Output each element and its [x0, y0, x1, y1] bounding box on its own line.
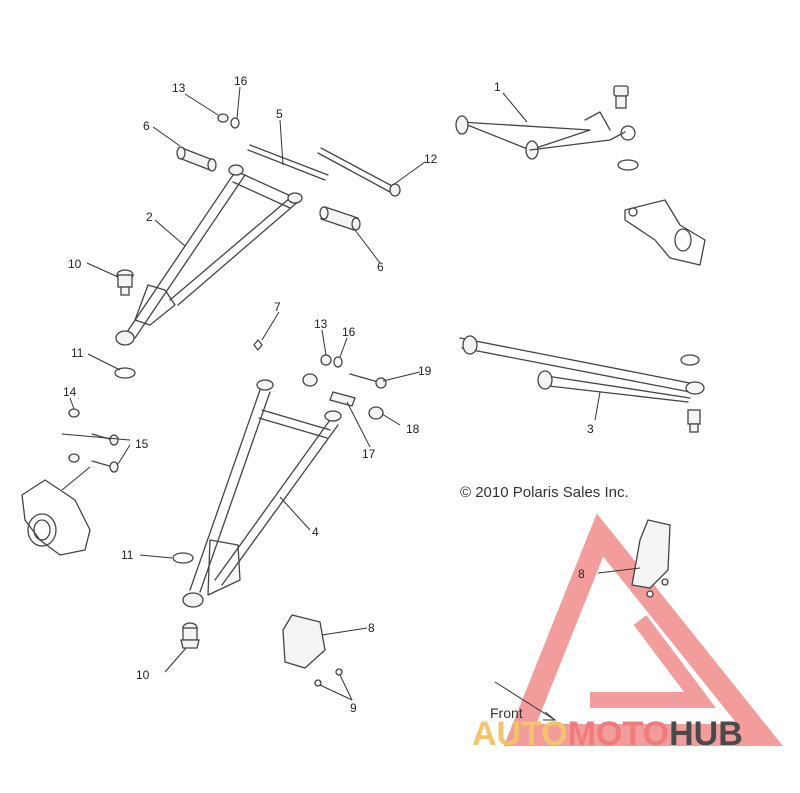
pivot-bolt-5: [247, 144, 329, 181]
callout-7: 7: [274, 300, 281, 314]
bolt-19: [349, 373, 387, 389]
callout-11: 11: [121, 548, 134, 562]
washer-16-mid: [333, 356, 343, 368]
callout-2: 2: [146, 210, 153, 224]
callout-16: 16: [234, 74, 248, 88]
bolt-15-lower: [91, 460, 119, 473]
retaining-ring-upper-right: [617, 159, 639, 171]
callout-17: 17: [362, 447, 376, 461]
washer-16-top: [230, 117, 240, 129]
callout-16: 16: [342, 325, 356, 339]
nut-13-mid: [320, 354, 332, 366]
ball-joint-10-lower: [180, 622, 200, 649]
spindle-right: [624, 199, 706, 266]
callout-15: 15: [135, 437, 149, 451]
brand-moto: MOTO: [568, 715, 669, 753]
upper-a-arm-right: [455, 111, 636, 160]
lower-a-arm-left: [182, 379, 342, 608]
callout-10: 10: [68, 257, 82, 271]
ball-joint-lower-right: [687, 409, 701, 433]
nut-13-top: [217, 113, 229, 123]
callout-1: 1: [494, 80, 501, 94]
brand-hub: HUB: [669, 715, 743, 753]
watermark-brand: AUTOMOTOHUB: [472, 715, 743, 753]
front-label: Front: [490, 705, 523, 721]
svg-text:AUTOMOTOHUB: AUTOMOTOHUB: [472, 715, 743, 753]
bolt-15-upper: [91, 433, 119, 446]
nut-14-lower: [68, 453, 80, 463]
retaining-ring-11-upper: [114, 367, 136, 379]
grease-fitting-7: [253, 339, 263, 351]
callout-9: 9: [350, 701, 357, 715]
bushing-6-lower: [319, 206, 361, 231]
callout-13: 13: [172, 81, 186, 95]
nut-18: [368, 406, 384, 420]
ball-joint-10-upper: [116, 269, 134, 296]
retaining-ring-right: [680, 354, 700, 366]
brand-auto: AUTO: [472, 715, 568, 753]
screw-9-left: [314, 668, 343, 687]
spindle-left: [21, 479, 91, 556]
lower-a-arm-right: [459, 335, 705, 403]
pivot-bolt-12: [317, 147, 401, 197]
nut-mid-left: [302, 373, 318, 387]
callout-8: 8: [368, 621, 375, 635]
callout-numbers: 1 13 16 6 5 12 2 6 10 7 13 16 11 19 18 1…: [63, 74, 594, 715]
callout-13: 13: [314, 317, 328, 331]
copyright-text: © 2010 Polaris Sales Inc.: [460, 484, 629, 501]
callout-6: 6: [143, 119, 150, 133]
callout-8: 8: [578, 567, 585, 581]
callout-18: 18: [406, 422, 420, 436]
skid-plate-right: [631, 519, 671, 589]
front-arrow: [494, 681, 557, 721]
leader-lines: [61, 86, 641, 701]
callout-19: 19: [418, 364, 432, 378]
bushing-17: [329, 391, 356, 407]
watermark-logo: [503, 513, 783, 746]
bushing-6-upper: [176, 146, 217, 172]
callout-3: 3: [587, 422, 594, 436]
screw-9-right: [646, 578, 669, 598]
callout-6: 6: [377, 260, 384, 274]
callout-10: 10: [136, 668, 150, 682]
upper-a-arm-left: [115, 164, 303, 346]
callout-5: 5: [276, 107, 283, 121]
retaining-ring-11-lower: [172, 552, 194, 564]
ball-joint-upper: [613, 85, 629, 109]
callout-12: 12: [424, 152, 438, 166]
skid-plate-left: [282, 614, 326, 669]
callout-4: 4: [312, 525, 319, 539]
callout-11: 11: [71, 346, 84, 360]
nut-14-upper: [68, 408, 80, 418]
callout-14: 14: [63, 385, 77, 399]
